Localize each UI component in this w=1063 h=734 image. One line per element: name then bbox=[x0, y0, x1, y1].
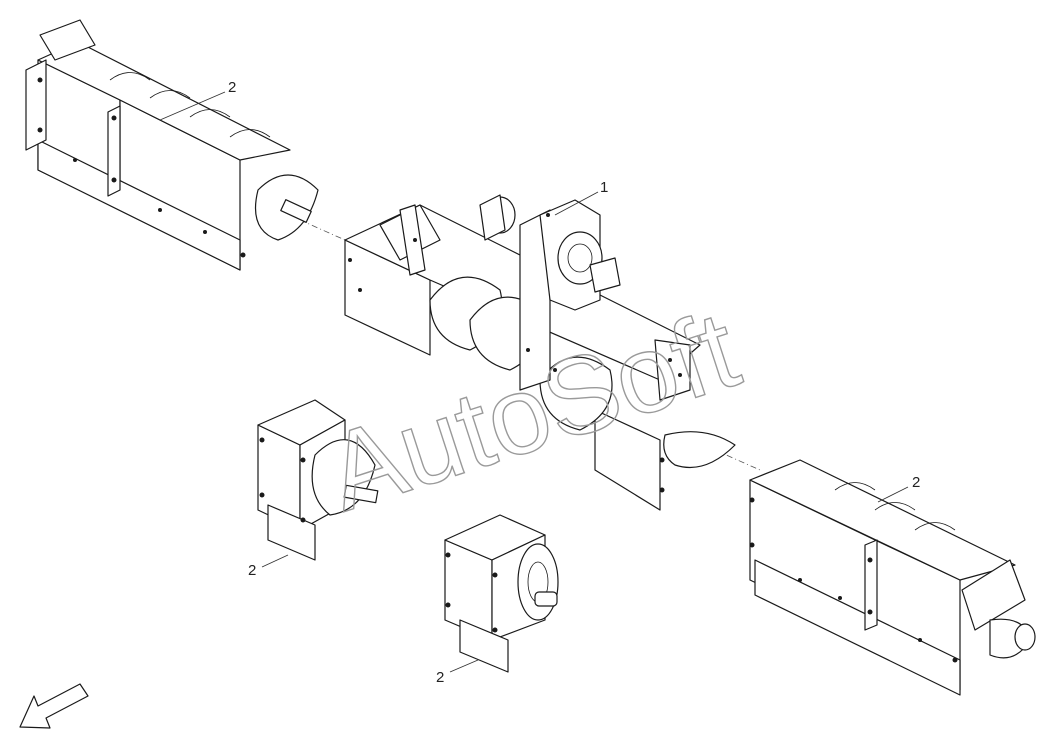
auger-section-small-left bbox=[257, 399, 379, 561]
callout-auger-small-left: 2 bbox=[248, 562, 256, 579]
axis-line-right bbox=[714, 449, 761, 471]
axis-line-left bbox=[299, 219, 346, 241]
leader-auger-small-bottom bbox=[449, 659, 479, 673]
main-drive-assembly bbox=[344, 194, 736, 511]
callout-assembly-main: 1 bbox=[600, 179, 608, 196]
leader-auger-small-left bbox=[261, 554, 289, 568]
callout-auger-small-bottom: 2 bbox=[436, 669, 444, 686]
auger-section-small-bottom bbox=[444, 514, 559, 673]
callout-auger-top-left: 2 bbox=[228, 79, 236, 96]
direction-arrow-icon bbox=[19, 683, 89, 729]
auger-housing-right bbox=[749, 459, 1036, 696]
leader-auger-top-left bbox=[159, 91, 226, 121]
leader-assembly-main bbox=[554, 191, 599, 216]
leader-auger-right bbox=[877, 486, 909, 503]
auger-housing-top-left bbox=[25, 19, 319, 271]
callout-auger-right: 2 bbox=[912, 474, 920, 491]
